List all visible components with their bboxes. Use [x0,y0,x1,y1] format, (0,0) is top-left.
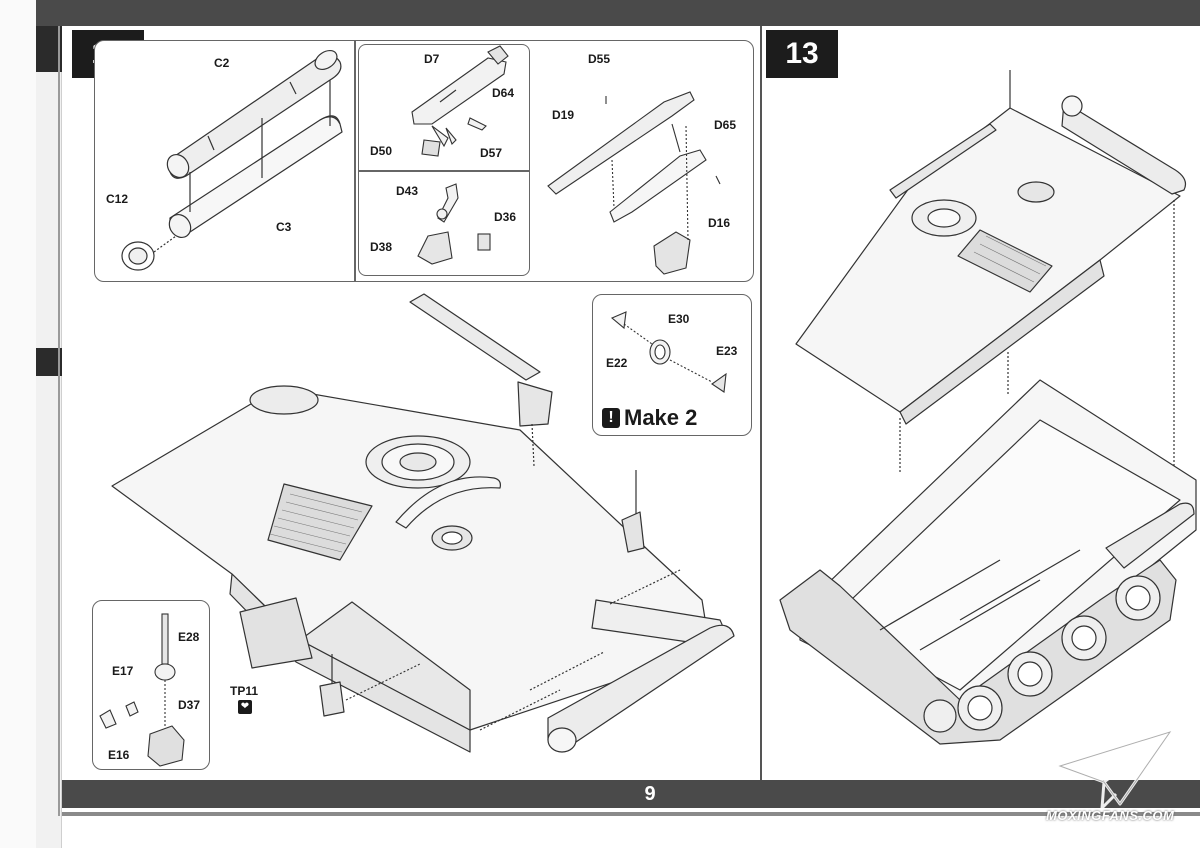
tube-c2-drawing [166,49,342,179]
step-13-badge: 13 [766,30,838,78]
hull-top-step12-drawing [111,293,735,753]
part-label-d38: D38 [370,240,393,254]
mount-d43-drawing [417,183,491,265]
make-quantity-text: Make 2 [624,405,698,430]
part-label-d55: D55 [588,52,611,66]
handle-e30-drawing [610,311,727,393]
make-quantity-note: ! Make 2 [602,405,697,431]
part-label-tp11: TP11 [230,684,259,698]
scan-edge-left [0,0,36,848]
part-label-d7: D7 [424,52,440,66]
mount-d7-drawing [411,45,509,157]
antenna-e28-drawing [99,613,185,767]
step-divider [760,26,762,780]
page-number: 9 [644,783,656,805]
gun-d19-drawing [547,91,721,275]
part-label-d16: D16 [708,216,731,230]
ring-c12-drawing [121,235,177,271]
attention-icon: ! [602,408,620,428]
part-label-e16: E16 [108,748,130,762]
hull-lower-step13-drawing [779,379,1197,745]
top-bar [36,0,1200,26]
paper-plane-watermark-icon [1058,730,1172,810]
inset-mount-divider [358,170,530,172]
binding-strip [36,0,62,848]
part-label-e17: E17 [112,664,134,678]
part-label-e22: E22 [606,356,628,370]
part-label-e28: E28 [178,630,200,644]
part-label-e30: E30 [668,312,690,326]
part-label-c2: C2 [214,56,230,70]
part-label-c12: C12 [106,192,129,206]
part-label-d37: D37 [178,698,201,712]
inset-top-divider [354,40,356,282]
part-label-d65: D65 [714,118,737,132]
part-label-d64: D64 [492,86,515,100]
part-label-e23: E23 [716,344,738,358]
binding-line [58,26,60,816]
part-label-d57: D57 [480,146,503,160]
part-label-d19: D19 [552,108,575,122]
part-label-c3: C3 [276,220,292,234]
bottom-bar [62,780,1200,808]
glue-icon: ❤ [238,700,252,714]
hull-top-step13-drawing [795,70,1187,500]
part-label-d50: D50 [370,144,393,158]
part-label-d43: D43 [396,184,419,198]
watermark-text: MOXINGFANS.COM [1046,808,1175,823]
bottom-rule [62,812,1200,816]
binding-tab-middle [36,348,62,376]
tube-c3-drawing [168,115,343,239]
part-label-d36: D36 [494,210,517,224]
